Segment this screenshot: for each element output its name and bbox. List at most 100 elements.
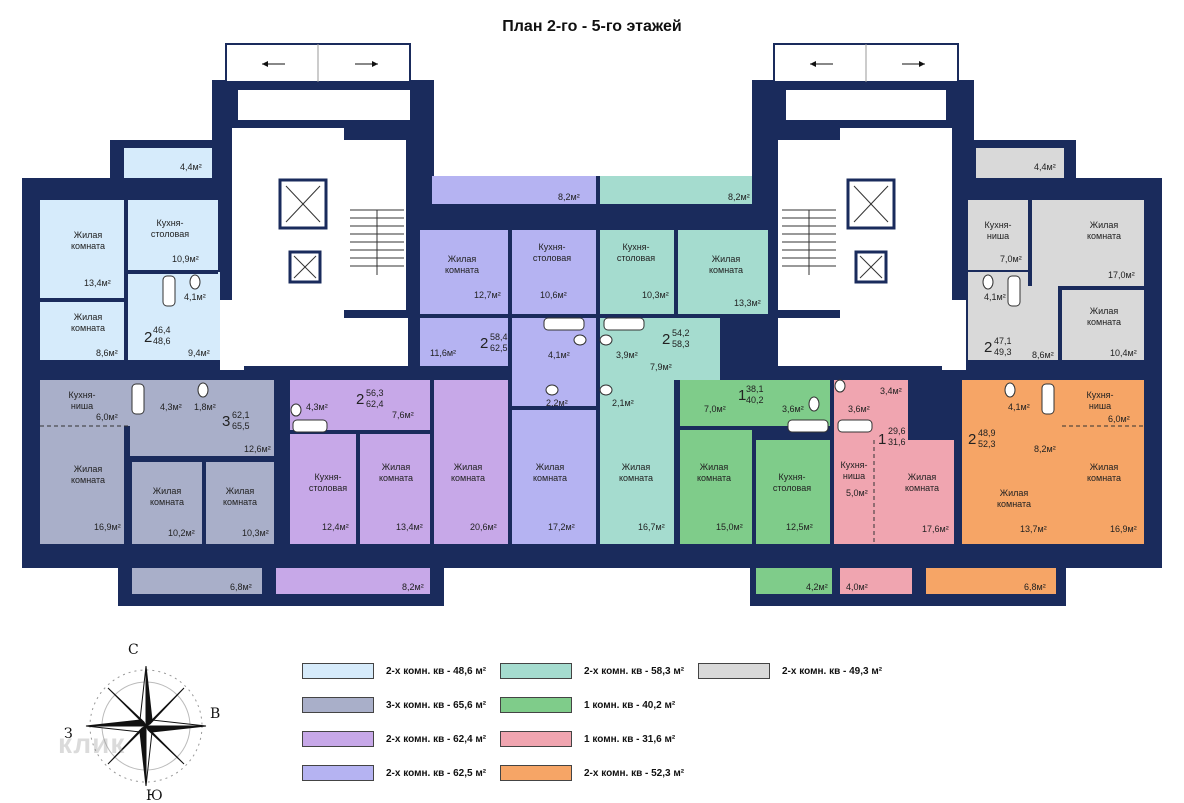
d-kitchen-label: Кухня-столовая <box>533 242 571 263</box>
legend-item: 2-х комн. кв - 52,3 м² <box>500 764 684 782</box>
legend-label: 1 комн. кв - 40,2 м² <box>584 699 676 711</box>
d-total: 62,5 <box>490 343 508 353</box>
h-living1-area: 17,0м² <box>1108 270 1135 280</box>
legend-swatch <box>500 731 572 747</box>
f-living-area: 15,0м² <box>716 522 743 532</box>
bath-fixtures <box>131 274 1055 433</box>
g-room-count: 1 <box>878 431 886 448</box>
c-kitchen-area: 12,4м² <box>322 522 349 532</box>
d-kitchen-area: 10,6м² <box>540 290 567 300</box>
g-balcony-area: 4,0м² <box>846 582 868 592</box>
c-living1-area: 13,4м² <box>396 522 423 532</box>
b-bath1-area: 4,3м² <box>160 402 182 412</box>
e-kitchen-area: 10,3м² <box>642 290 669 300</box>
i-total: 52,3 <box>978 439 996 449</box>
h-total-living: 47,1 <box>994 336 1012 346</box>
e-balcony-area: 8,2м² <box>728 192 750 202</box>
legend-label: 1 комн. кв - 31,6 м² <box>584 733 676 745</box>
a1-room-count: 2 <box>144 329 152 346</box>
g-kitchen-area: 5,0м² <box>846 488 868 498</box>
h-balcony-area: 4,4м² <box>1034 162 1056 172</box>
b-room-count: 3 <box>222 413 230 430</box>
a1-kitchen-area: 10,9м² <box>172 254 199 264</box>
legend-item: 1 комн. кв - 31,6 м² <box>500 730 675 748</box>
i-living2-area: 16,9м² <box>1110 524 1137 534</box>
c-room-count: 2 <box>356 391 364 408</box>
c-living2-area: 20,6м² <box>470 522 497 532</box>
apartment-62-5 <box>420 176 596 544</box>
legend-swatch <box>302 697 374 713</box>
legend-item: 2-х комн. кв - 62,4 м² <box>302 730 486 748</box>
f-hall-area: 7,0м² <box>704 404 726 414</box>
h-room-count: 2 <box>984 339 992 356</box>
h-hall-area: 8,6м² <box>1032 350 1054 360</box>
stair-core-right <box>773 43 959 318</box>
b-hall-area: 12,6м² <box>244 444 271 454</box>
legend-swatch <box>302 765 374 781</box>
e-bath1-area: 3,9м² <box>616 350 638 360</box>
legend-item: 2-х комн. кв - 62,5 м² <box>302 764 486 782</box>
i-kitchen-label: Кухня-ниша <box>1086 390 1113 411</box>
legend-item: 2-х комн. кв - 49,3 м² <box>698 662 882 680</box>
d-room-count: 2 <box>480 335 488 352</box>
g-living-area: 17,6м² <box>922 524 949 534</box>
compass-west: З <box>64 726 73 742</box>
legend-swatch <box>302 731 374 747</box>
a1-total-living: 46,4 <box>153 325 171 335</box>
i-hall-area: 8,2м² <box>1034 444 1056 454</box>
legend-label: 2-х комн. кв - 49,3 м² <box>782 665 883 677</box>
g-total-living: 29,6 <box>888 426 906 436</box>
a1-living2-area: 8,6м² <box>96 348 118 358</box>
legend-label: 2-х комн. кв - 62,5 м² <box>386 767 487 779</box>
a1-kitchen-label: Кухня-столовая <box>151 218 189 239</box>
e-living1-area: 13,3м² <box>734 298 761 308</box>
legend-label: 2-х комн. кв - 62,4 м² <box>386 733 487 745</box>
b-living3-area: 10,3м² <box>242 528 269 538</box>
f-balcony-area: 4,2м² <box>806 582 828 592</box>
e-hall-area: 7,9м² <box>650 362 672 372</box>
legend-label: 2-х комн. кв - 58,3 м² <box>584 665 685 677</box>
compass-south: Ю <box>146 788 163 803</box>
a1-bath-area: 4,1м² <box>184 292 206 302</box>
e-bath2-area: 2,1м² <box>612 398 634 408</box>
b-living2-area: 10,2м² <box>168 528 195 538</box>
b-kitchen-area: 6,0м² <box>96 412 118 422</box>
legend-swatch <box>302 663 374 679</box>
a1-living1-area: 13,4м² <box>84 278 111 288</box>
d-living2-area: 17,2м² <box>548 522 575 532</box>
legend-label: 2-х комн. кв - 52,3 м² <box>584 767 685 779</box>
i-room-count: 2 <box>968 431 976 448</box>
f-total: 40,2 <box>746 395 764 405</box>
legend-swatch <box>500 663 572 679</box>
compass-east: В <box>210 706 220 722</box>
d-hall-area: 11,6м² <box>430 348 456 358</box>
d-bath1-area: 4,1м² <box>548 350 570 360</box>
c-total: 62,4 <box>366 399 384 409</box>
i-balcony-area: 6,8м² <box>1024 582 1046 592</box>
f-kitchen-area: 12,5м² <box>786 522 813 532</box>
legend-swatch <box>500 765 572 781</box>
a1-total: 48,6 <box>153 336 171 346</box>
h-total: 49,3 <box>994 347 1012 357</box>
g-bath-area: 3,6м² <box>848 404 870 414</box>
f-total-living: 38,1 <box>746 384 764 394</box>
b-living1-area: 16,9м² <box>94 522 121 532</box>
c-kitchen-label: Кухня-столовая <box>309 472 347 493</box>
stair-core-left <box>225 43 411 318</box>
d-living1-area: 12,7м² <box>474 290 501 300</box>
e-total: 58,3 <box>672 339 690 349</box>
legend-item: 3-х комн. кв - 65,6 м² <box>302 696 486 714</box>
h-kitchen-area: 7,0м² <box>1000 254 1022 264</box>
